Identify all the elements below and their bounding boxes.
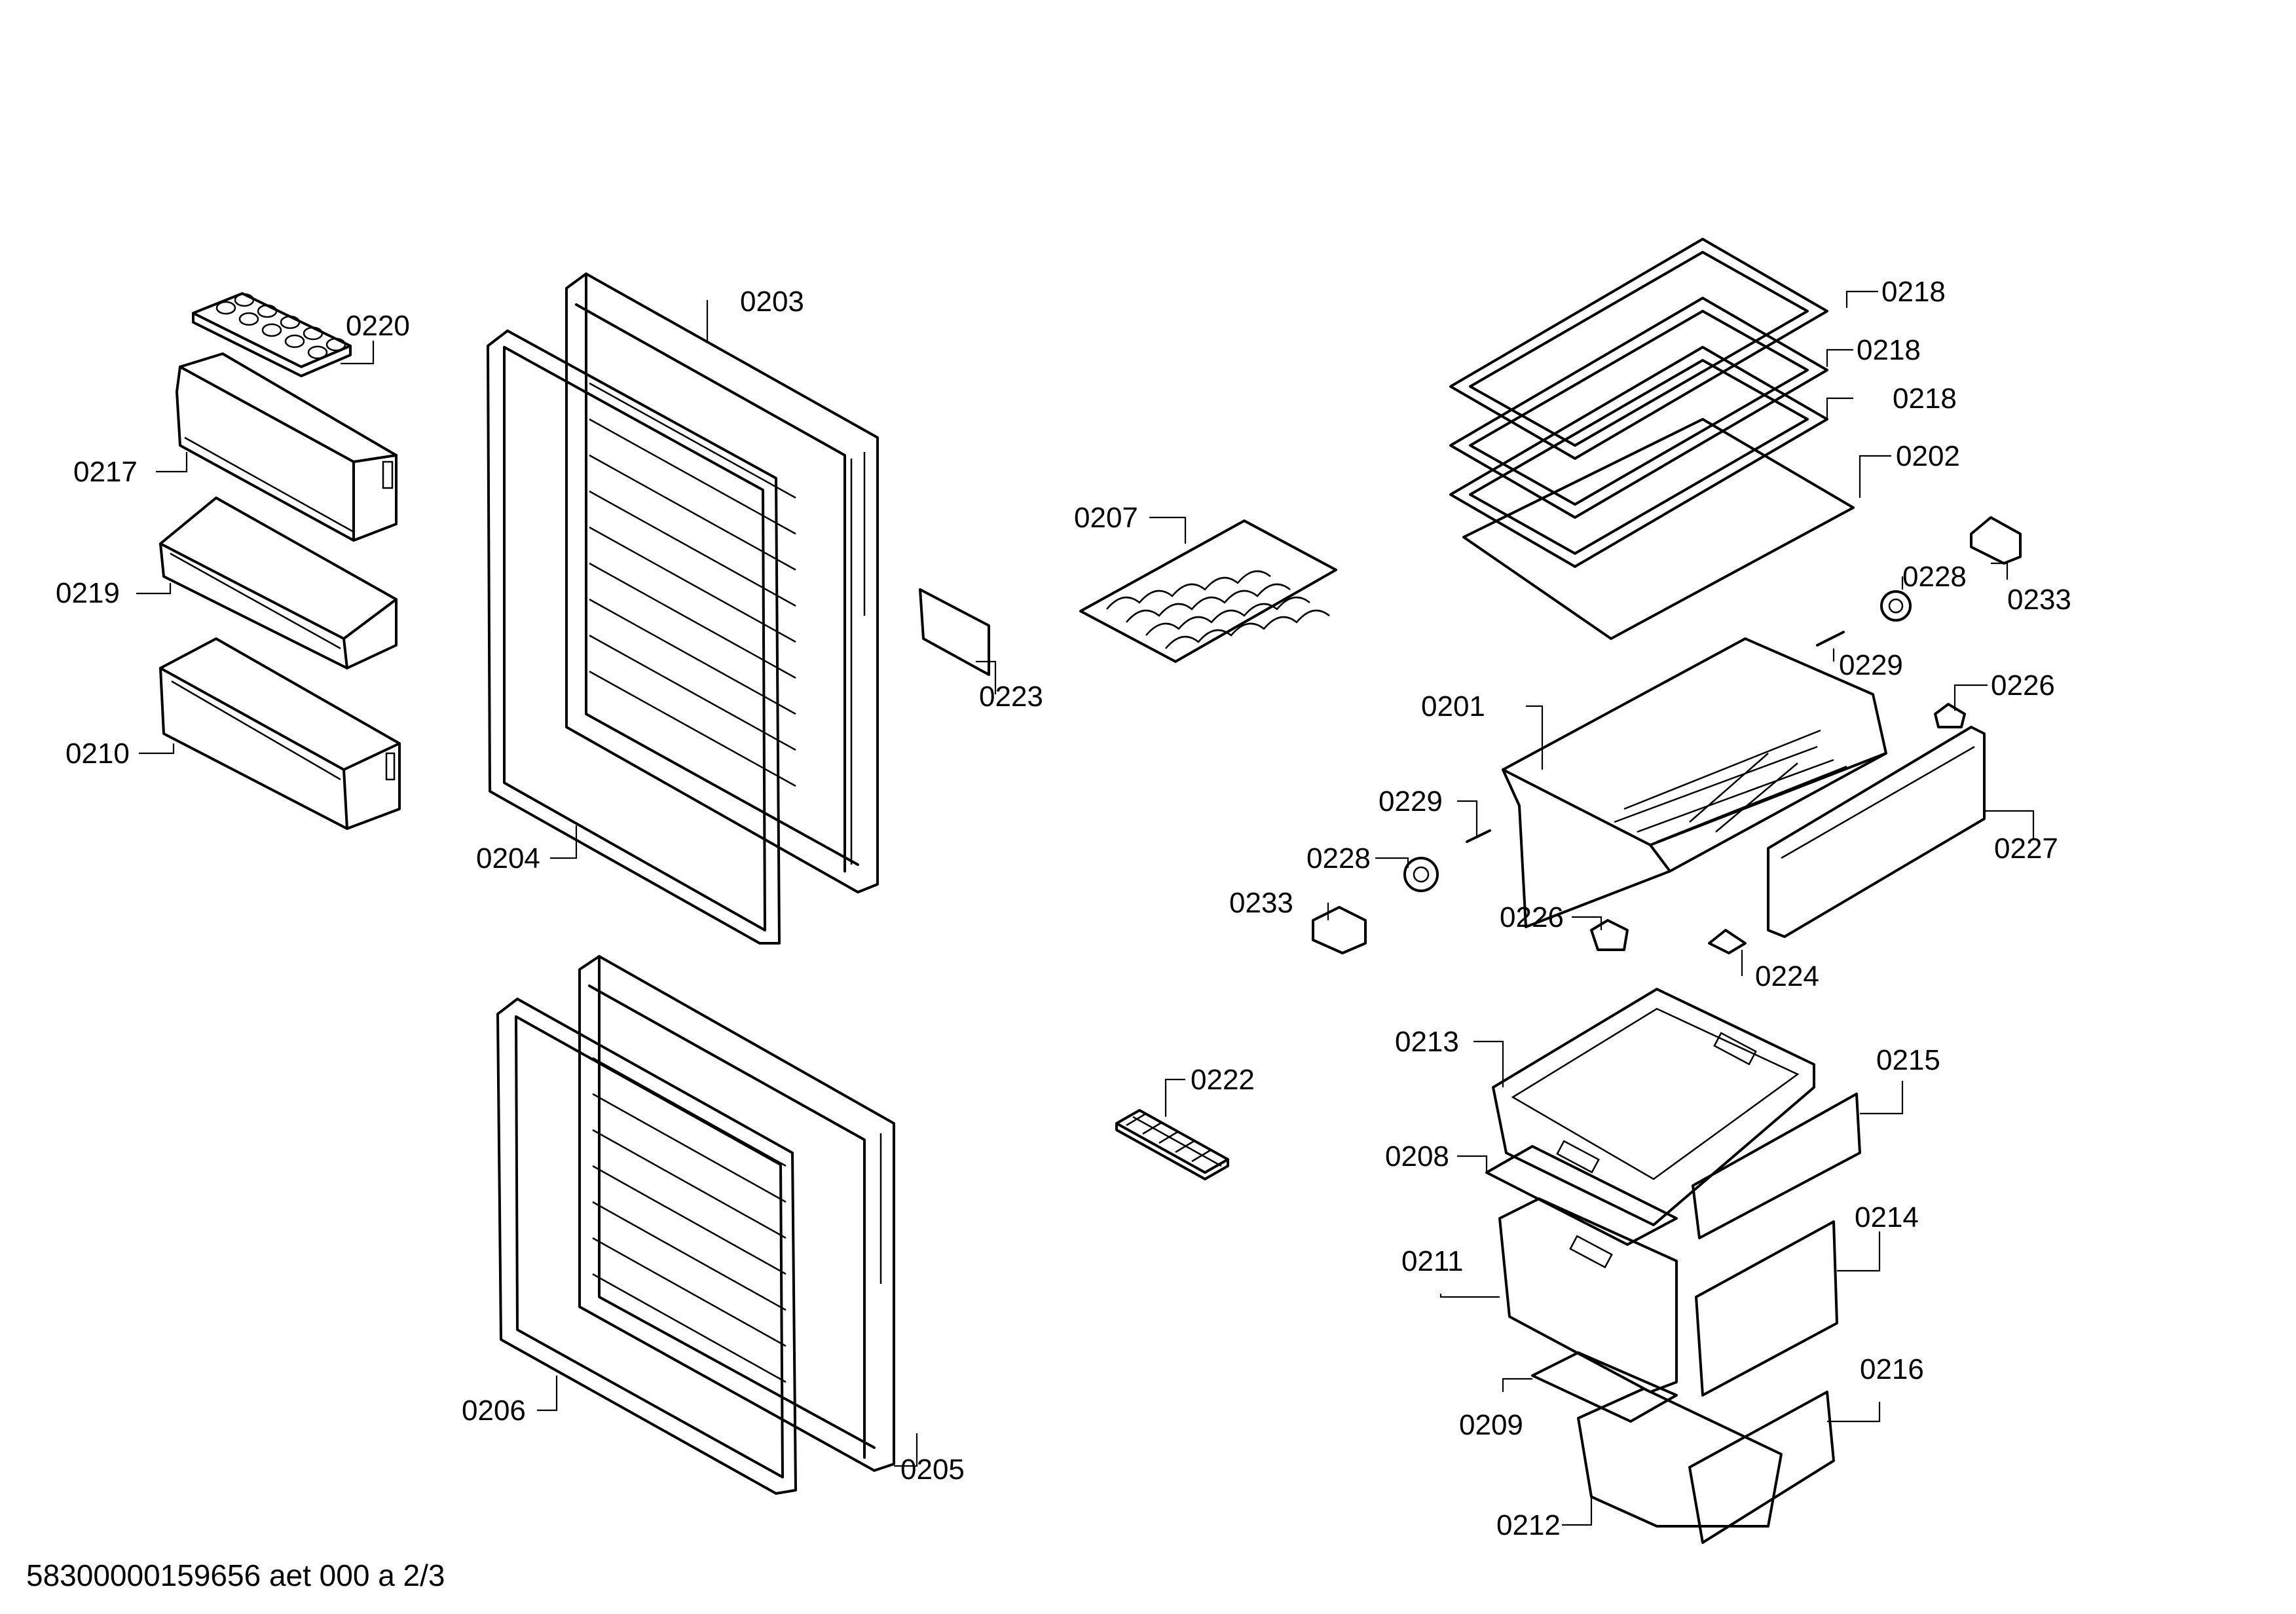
ice-cube-tray-0222 — [1115, 1109, 1229, 1180]
upper-door-0203 — [565, 272, 879, 893]
crisper-front-0227 — [1767, 726, 1986, 938]
crisper-drawer-0201 — [1502, 637, 1887, 928]
label-0203: 0203 — [740, 286, 804, 318]
glass-shelves-0218 — [1449, 238, 1828, 568]
glass-plate-0208 — [1485, 1145, 1678, 1246]
label-0229-lower: 0229 — [1379, 785, 1443, 817]
freezer-front-0214 — [1695, 1220, 1838, 1397]
bracket-0233a — [1970, 516, 2022, 565]
door-shelf-0210 — [159, 637, 401, 830]
small-parts-upper — [1816, 516, 2022, 728]
freezer-drawer-0211 — [1498, 1197, 1678, 1393]
glass-plate-0209 — [1531, 1351, 1678, 1423]
bottle-rack-0207 — [1079, 519, 1337, 663]
label-0216: 0216 — [1860, 1353, 1924, 1385]
document-footer-id: 58300000159656 aet 000 a 2/3 — [26, 1558, 445, 1592]
label-0204: 0204 — [476, 842, 540, 874]
part-labels: 0220 0217 0219 0210 0203 0204 0206 0205 … — [56, 276, 2071, 1541]
label-0220: 0220 — [346, 310, 410, 342]
roller-0228a — [1880, 590, 1912, 622]
label-0226-upper: 0226 — [1991, 669, 2055, 702]
clip-0226a — [1934, 703, 1966, 728]
label-0229-upper: 0229 — [1839, 649, 1903, 681]
label-0226-lower: 0226 — [1500, 901, 1564, 933]
label-0223: 0223 — [979, 681, 1043, 713]
label-0217: 0217 — [73, 456, 138, 488]
label-0228-upper: 0228 — [1902, 561, 1967, 593]
label-0209: 0209 — [1459, 1409, 1523, 1441]
label-0228-lower: 0228 — [1306, 842, 1371, 874]
label-0214: 0214 — [1855, 1201, 1919, 1233]
lower-door-0205 — [578, 955, 895, 1472]
label-0227: 0227 — [1994, 833, 2058, 865]
label-0208: 0208 — [1385, 1140, 1449, 1173]
leader-lines — [136, 290, 2035, 1526]
label-0233-upper: 0233 — [2007, 584, 2071, 616]
label-0218-bottom: 0218 — [1893, 383, 1957, 415]
roller-0228b — [1403, 857, 1439, 892]
label-0218-top: 0218 — [1881, 276, 1946, 308]
freezer-front-0216 — [1688, 1391, 1835, 1544]
label-0213: 0213 — [1395, 1026, 1459, 1058]
label-0233-lower: 0233 — [1229, 887, 1293, 919]
label-0218-middle: 0218 — [1857, 334, 1921, 366]
label-0219: 0219 — [56, 577, 120, 609]
bracket-0233b — [1312, 906, 1367, 954]
label-0205: 0205 — [900, 1454, 965, 1486]
lower-door-gasket-0206 — [496, 998, 797, 1495]
freezer-drawer-0212 — [1577, 1387, 1783, 1528]
clip-0224 — [1708, 929, 1747, 954]
freezer-front-0215 — [1692, 1093, 1861, 1239]
label-0211: 0211 — [1401, 1245, 1464, 1277]
egg-tray-0220 — [192, 292, 352, 377]
small-parts-lower — [1312, 829, 1747, 954]
label-0201: 0201 — [1421, 690, 1485, 723]
label-0224: 0224 — [1755, 960, 1819, 992]
glass-plate-0202 — [1462, 418, 1855, 640]
butter-compartment-0217 — [176, 352, 398, 542]
label-0206: 0206 — [462, 1395, 526, 1427]
label-0202: 0202 — [1896, 440, 1960, 472]
freezer-drawer-0213 — [1492, 988, 1815, 1226]
label-0207: 0207 — [1074, 502, 1138, 534]
clip-0226b — [1590, 919, 1629, 951]
label-0212: 0212 — [1496, 1509, 1561, 1541]
door-shelf-0219 — [159, 497, 398, 669]
label-0210: 0210 — [65, 738, 130, 770]
pin-0229b — [1466, 829, 1491, 843]
label-card-0223 — [919, 588, 990, 676]
upper-door-gasket-0204 — [487, 329, 781, 945]
pin-0229a — [1816, 631, 1845, 647]
label-0215: 0215 — [1876, 1044, 1940, 1076]
label-0222: 0222 — [1191, 1064, 1255, 1096]
